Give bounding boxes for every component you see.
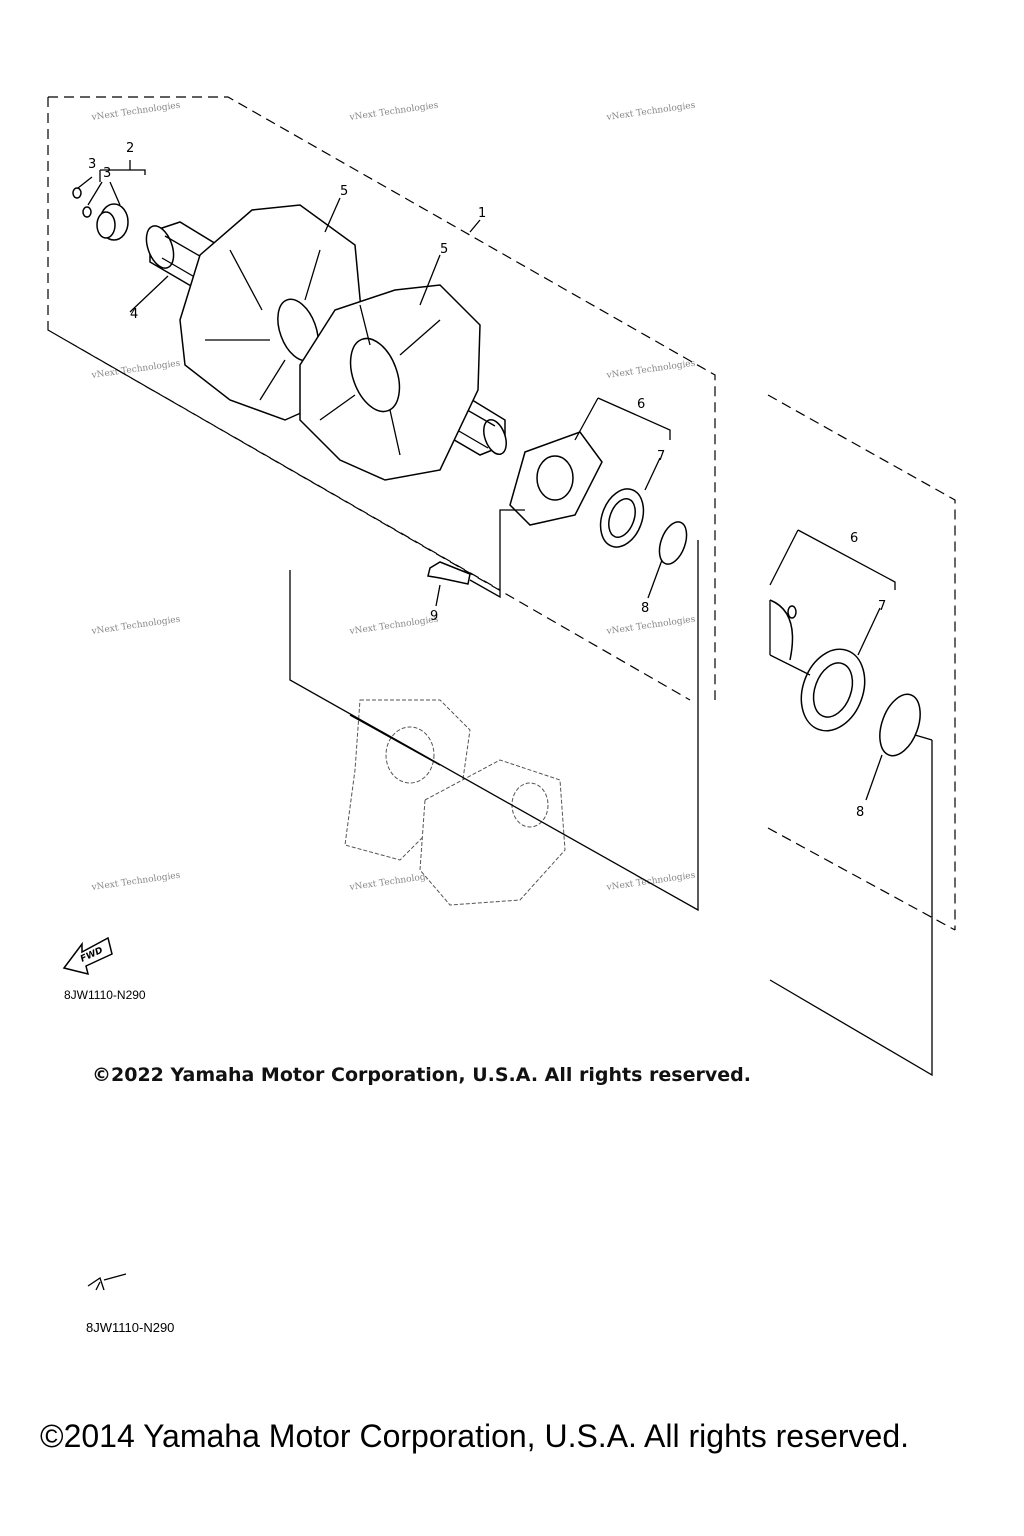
copyright-secondary: ©2014 Yamaha Motor Corporation, U.S.A. A… <box>40 1418 910 1454</box>
circlip-main <box>658 521 688 565</box>
diagram-code-primary: 8JW1110-N290 <box>64 988 146 1002</box>
callout-9: 9 <box>430 609 438 624</box>
diagram-code-secondary: 8JW1110-N290 <box>86 1320 175 1335</box>
callout-1: 1 <box>478 206 486 221</box>
callout-8a: 8 <box>641 601 649 616</box>
bearing-main-inner <box>608 498 636 538</box>
bearing-detail-inner <box>812 662 854 718</box>
circlip-detail <box>879 693 921 757</box>
fwd-arrow-fragment-icon <box>87 1273 127 1291</box>
copyright-primary: ©2022 Yamaha Motor Corporation, U.S.A. A… <box>92 1064 751 1086</box>
callout-7a: 7 <box>657 449 665 464</box>
watermark-5: vNext Technologies <box>605 359 696 382</box>
callout-2: 2 <box>126 141 134 156</box>
watermark-11: vNext Technologies <box>605 871 696 894</box>
callout-7b: 7 <box>878 599 886 614</box>
callout-6a: 6 <box>637 397 645 412</box>
plate-bore <box>536 455 574 501</box>
drive-sprocket-2 <box>299 284 481 481</box>
watermark-6: vNext Technologies <box>90 615 181 638</box>
detail-plate-edge <box>769 599 794 661</box>
cap-1 <box>72 187 82 199</box>
leader-lines <box>77 160 933 912</box>
callout-3b: 3 <box>103 166 111 181</box>
assembly-boundary <box>47 96 716 701</box>
watermark-2: vNext Technologies <box>348 101 439 124</box>
watermark-7: vNext Technologies <box>348 615 439 638</box>
detail-boundary <box>767 394 956 931</box>
callout-5b: 5 <box>440 242 448 257</box>
cap-2 <box>82 206 92 218</box>
brake-caliper <box>419 759 566 906</box>
callout-8b: 8 <box>856 805 864 820</box>
watermark-8: vNext Technologies <box>605 615 696 638</box>
bushing <box>96 203 129 241</box>
callout-4: 4 <box>130 307 138 322</box>
detail-frame <box>769 600 933 1077</box>
callout-3a: 3 <box>88 157 96 172</box>
callout-6b: 6 <box>850 531 858 546</box>
watermark-3: vNext Technologies <box>605 101 696 124</box>
watermark-9: vNext Technologies <box>90 871 181 894</box>
callout-5a: 5 <box>340 184 348 199</box>
detail-plate-hole <box>787 605 797 619</box>
fwd-arrow-icon: FWD <box>62 936 113 976</box>
watermark-1: vNext Technologies <box>90 101 181 124</box>
bolt <box>427 561 471 585</box>
